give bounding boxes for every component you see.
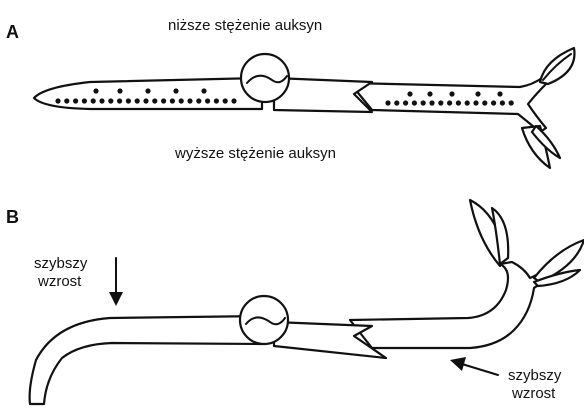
auxin-dot <box>108 98 113 103</box>
seed-b <box>240 296 288 344</box>
auxin-dot <box>143 98 148 103</box>
shoot-growth-label-line2: wzrost <box>511 385 556 402</box>
panel-b: B szybszy wzrost szybszy wzrost <box>6 200 584 404</box>
auxin-dot <box>427 91 432 96</box>
auxin-dot <box>231 98 236 103</box>
auxin-dot <box>145 88 150 93</box>
auxin-dot <box>449 91 454 96</box>
panel-a: A niższe stężenie auksyn wyższe stężenie… <box>6 17 574 168</box>
auxin-dot <box>465 100 470 105</box>
shoot-arrow <box>450 357 498 375</box>
auxin-dot <box>500 100 505 105</box>
auxin-dot <box>99 98 104 103</box>
auxin-dot <box>473 100 478 105</box>
auxin-dot <box>223 98 228 103</box>
auxin-dot <box>412 100 417 105</box>
panel-a-lower-label: wyższe stężenie auksyn <box>174 145 336 162</box>
auxin-dot <box>170 98 175 103</box>
auxin-dot <box>407 91 412 96</box>
auxin-dot <box>482 100 487 105</box>
auxin-dot <box>385 100 390 105</box>
auxin-dot <box>205 98 210 103</box>
auxin-dot <box>126 98 131 103</box>
auxin-dot <box>117 98 122 103</box>
auxin-dot <box>475 91 480 96</box>
shoot-stem-b <box>350 262 552 348</box>
root-arrow <box>109 258 123 306</box>
seed-a <box>241 54 289 102</box>
panel-a-letter: A <box>6 22 19 42</box>
seedling-b <box>30 200 584 404</box>
auxin-dot <box>438 100 443 105</box>
auxin-dot <box>73 98 78 103</box>
auxin-dot <box>491 100 496 105</box>
shoot-growth-label-line1: szybszy <box>508 367 562 384</box>
auxin-dot <box>93 88 98 93</box>
auxin-dot <box>55 98 60 103</box>
auxin-dot <box>394 100 399 105</box>
root-b <box>30 316 262 404</box>
auxin-dot <box>447 100 452 105</box>
root-growth-label-line2: wzrost <box>37 273 82 290</box>
auxin-dot <box>497 91 502 96</box>
auxin-dot <box>201 88 206 93</box>
auxin-dot <box>187 98 192 103</box>
auxin-dot <box>117 88 122 93</box>
auxin-dot <box>196 98 201 103</box>
panel-a-upper-label: niższe stężenie auksyn <box>168 17 322 34</box>
auxin-dot <box>161 98 166 103</box>
auxin-dot <box>135 98 140 103</box>
panel-b-letter: B <box>6 207 19 227</box>
auxin-dot <box>456 100 461 105</box>
auxin-dot <box>214 98 219 103</box>
auxin-dot <box>173 88 178 93</box>
auxin-dot <box>509 100 514 105</box>
auxin-dot <box>429 100 434 105</box>
auxin-dot <box>179 98 184 103</box>
auxin-dot <box>91 98 96 103</box>
auxin-dot <box>152 98 157 103</box>
auxin-dot <box>421 100 426 105</box>
auxin-dot <box>403 100 408 105</box>
auxin-dot <box>82 98 87 103</box>
root-growth-label-line1: szybszy <box>34 255 88 272</box>
auxin-dot <box>64 98 69 103</box>
